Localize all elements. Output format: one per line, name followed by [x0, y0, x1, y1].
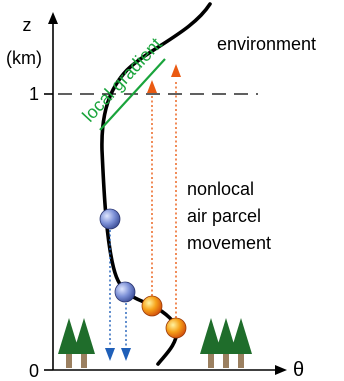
nonlocal-label: nonlocal air parcel movement: [187, 179, 271, 253]
y-tick-label-1: 1: [29, 84, 39, 104]
orange-arrow-1-head: [147, 80, 157, 93]
y-axis-label-units: (km): [6, 48, 42, 68]
blue-arrow-1-head: [105, 348, 115, 361]
nonlocal-label-line2: air parcel: [187, 206, 261, 226]
y-axis-label-z: z: [23, 15, 32, 35]
local-gradient-annotation: local gradient: [78, 34, 166, 131]
tree-icon: [73, 318, 95, 368]
tree-icon: [230, 318, 252, 368]
nonlocal-label-line3: movement: [187, 233, 271, 253]
orange-parcel-lower: [165, 317, 187, 339]
tree-icon: [215, 318, 237, 368]
air-parcels: [99, 208, 187, 339]
orange-arrow-2-head: [171, 64, 181, 77]
blue-parcel-upper: [99, 208, 121, 230]
environment-label: environment: [217, 34, 316, 54]
blue-parcel-lower: [114, 281, 136, 303]
tree-icon: [200, 318, 222, 368]
trees-right: [200, 318, 252, 368]
local-gradient-line: [99, 58, 166, 131]
tree-icon: [58, 318, 80, 368]
y-tick-label-0: 0: [29, 361, 39, 381]
blue-arrow-2-head: [121, 348, 131, 361]
orange-parcel-upper: [141, 295, 163, 317]
y-axis-arrowhead: [48, 12, 58, 24]
upward-parcel-arrows: [147, 64, 181, 318]
x-axis-arrowhead: [275, 365, 287, 375]
downward-parcel-arrows: [105, 230, 131, 361]
nonlocal-label-line1: nonlocal: [187, 179, 254, 199]
trees-left: [58, 318, 95, 368]
x-axis-label-theta: θ: [293, 359, 304, 381]
local-gradient-label: local gradient: [78, 34, 166, 126]
axes: z (km) 1 0 θ: [6, 12, 304, 381]
